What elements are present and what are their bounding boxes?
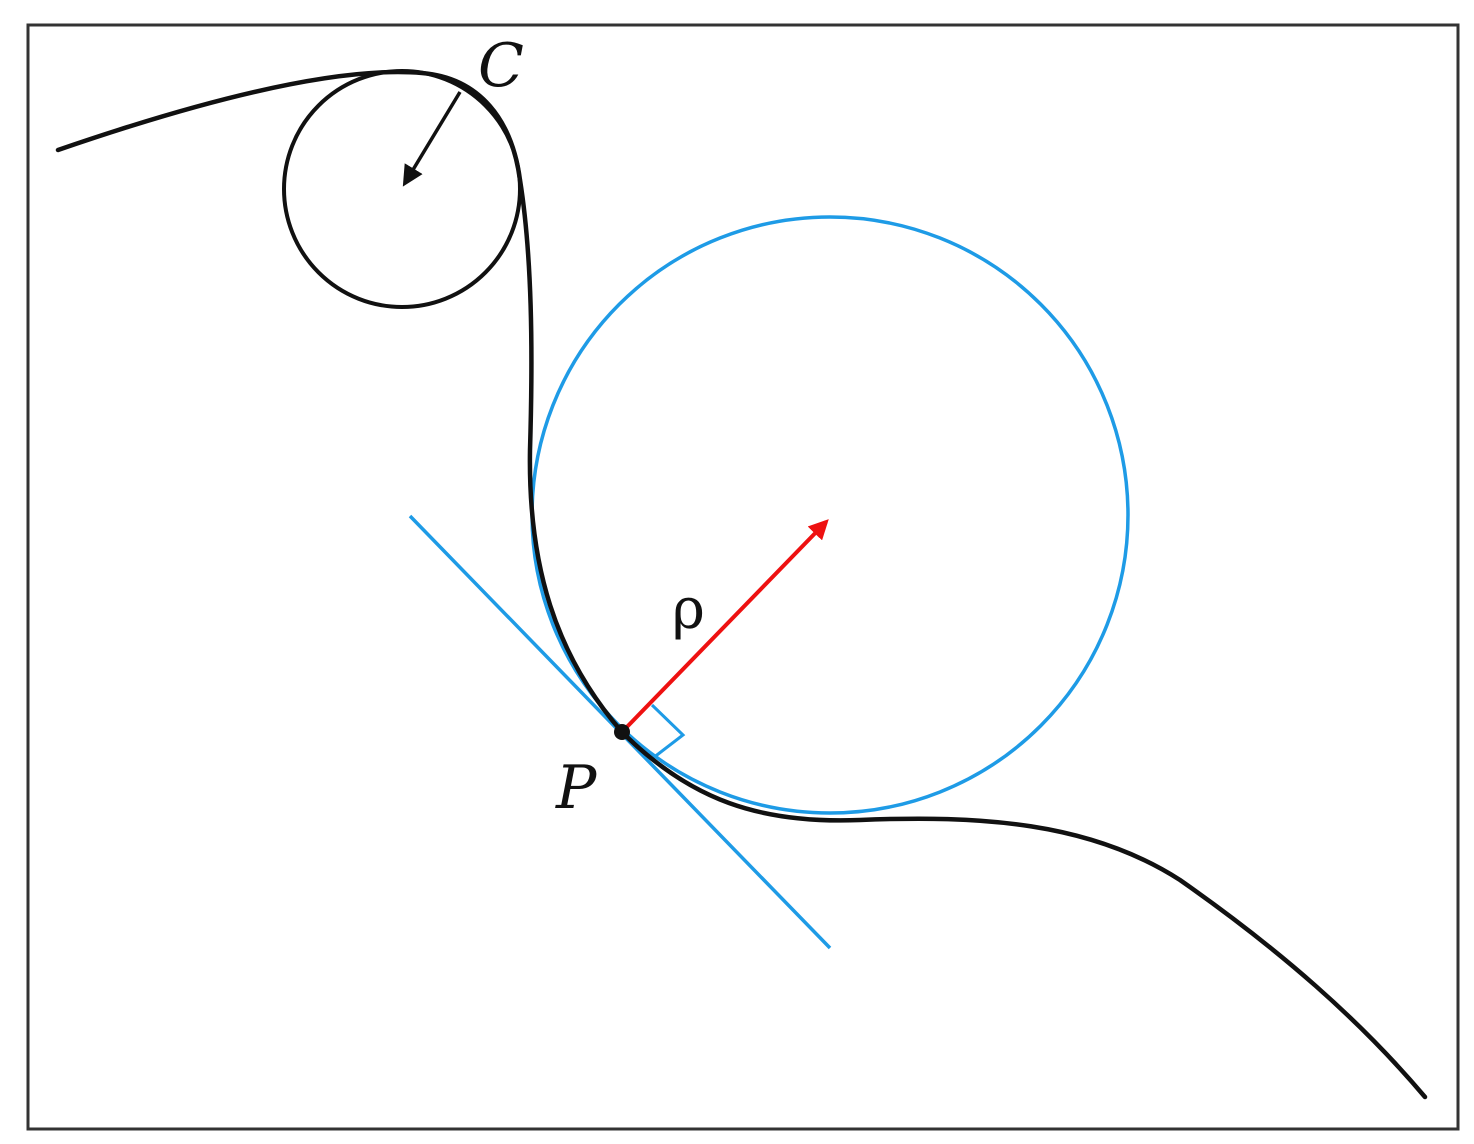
small-curvature-circle xyxy=(282,69,522,309)
osculating-circle xyxy=(530,215,1130,815)
point-p-dot-icon xyxy=(614,724,630,740)
point-label: P xyxy=(555,753,598,823)
radius-arrow-icon xyxy=(620,519,829,734)
curve-label: C xyxy=(478,31,524,101)
small-circle-radius-arrow-icon xyxy=(402,91,462,187)
frame-border xyxy=(26,23,1460,1131)
radius-label: ρ xyxy=(672,577,705,642)
curve-c xyxy=(55,69,1428,1100)
right-angle-icon xyxy=(650,703,686,760)
